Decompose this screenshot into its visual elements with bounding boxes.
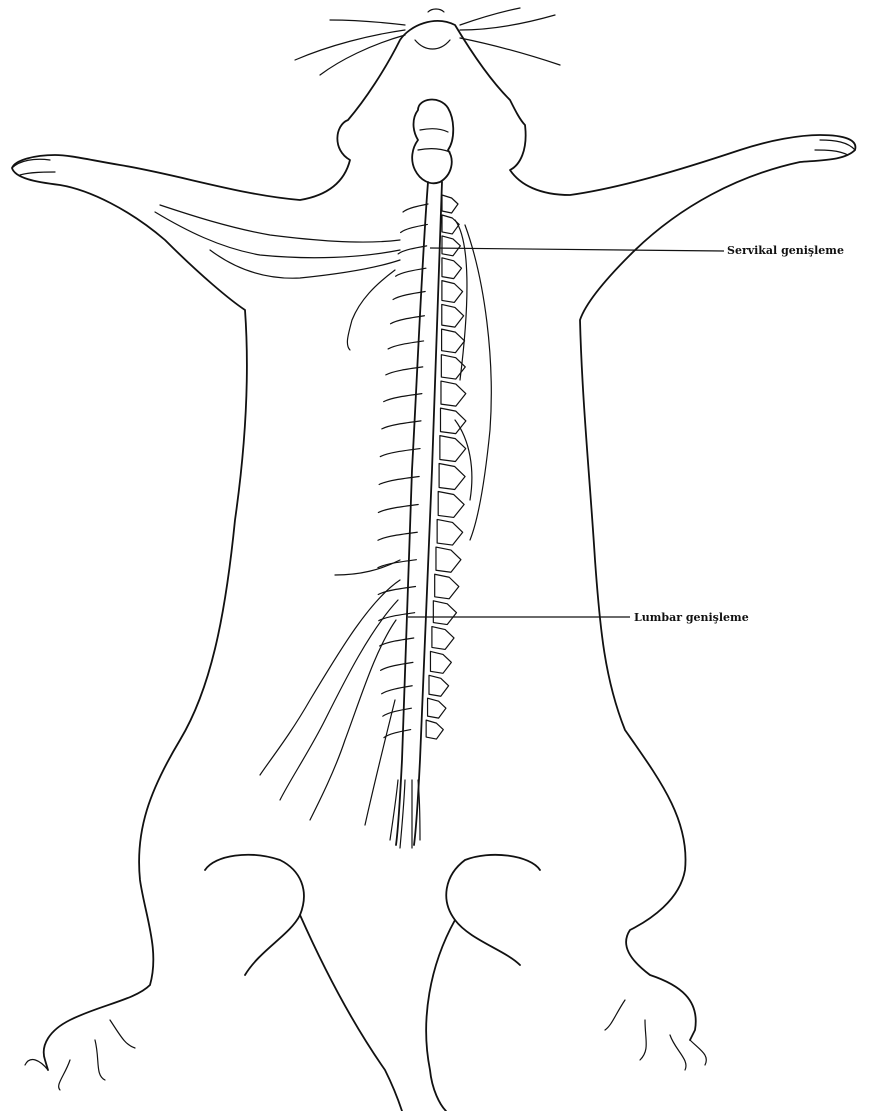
body-outline xyxy=(12,21,855,1070)
whiskers xyxy=(295,8,560,75)
snout xyxy=(415,9,450,49)
vertebra xyxy=(442,329,465,353)
spinal-nerve xyxy=(378,532,417,540)
spinal-nerve xyxy=(380,449,420,457)
spinal-nerve xyxy=(398,246,427,254)
vertebra xyxy=(436,547,461,572)
vertebra xyxy=(440,408,465,434)
vertebra xyxy=(428,698,446,718)
spinal-nerve xyxy=(379,477,419,485)
vertebra xyxy=(426,720,443,739)
vertebra xyxy=(441,381,466,406)
vertebra xyxy=(430,651,451,673)
spinal-nerve xyxy=(378,504,418,512)
vertebra xyxy=(439,464,465,490)
hind-leg-inner-right xyxy=(446,855,540,965)
brachial-plexus xyxy=(155,205,400,350)
vertebra xyxy=(442,258,462,279)
spinal-nerve xyxy=(401,224,428,232)
hind-leg-inner-left xyxy=(205,855,304,975)
vertebra xyxy=(429,675,449,696)
vertebra xyxy=(437,519,463,545)
vertebra xyxy=(433,601,456,625)
vertebra xyxy=(442,215,459,234)
vertebra xyxy=(442,281,463,303)
spinal-nerve xyxy=(381,662,413,670)
vertebra xyxy=(435,574,459,599)
vertebra xyxy=(442,195,458,213)
vertebra xyxy=(442,236,460,256)
brain xyxy=(412,100,453,184)
vertebra xyxy=(442,304,464,327)
brain-fold xyxy=(418,129,450,152)
spinal-cord xyxy=(396,182,442,845)
label-cervical-enlargement: Servikal genişleme xyxy=(727,244,844,257)
vertebra xyxy=(438,492,464,518)
spinal-nerve xyxy=(403,204,428,212)
spinal-nerve xyxy=(383,708,412,716)
right-hindpaw xyxy=(605,1000,706,1070)
leader-line-cervical xyxy=(430,248,724,251)
tail-outline xyxy=(300,915,455,1111)
label-lumbar-enlargement: Lumbar genişleme xyxy=(634,611,749,624)
vertebra xyxy=(432,627,454,650)
right-forepaw xyxy=(815,140,855,155)
vertebra xyxy=(440,436,466,462)
lumbosacral-plexus xyxy=(260,560,400,825)
left-spinal-nerves xyxy=(378,204,428,738)
spinal-nerve xyxy=(382,686,412,694)
left-hindpaw xyxy=(25,1020,135,1090)
